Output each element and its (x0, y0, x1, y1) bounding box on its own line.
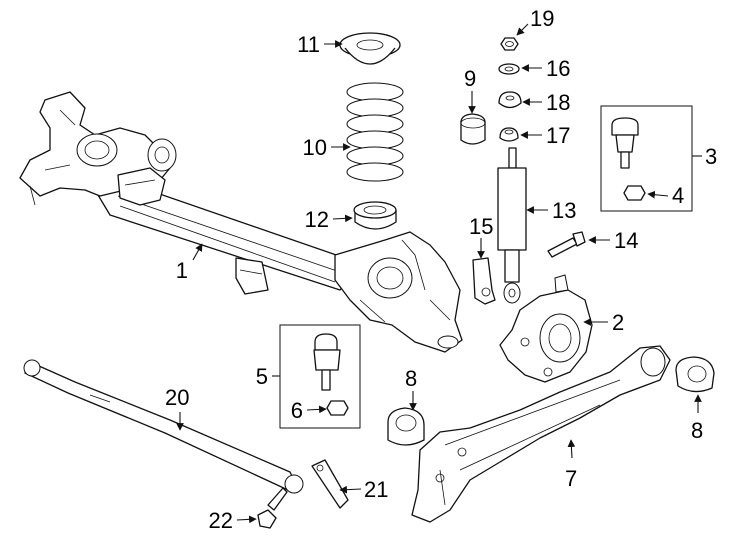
callout-19: 19 (530, 6, 554, 31)
shock-bolt (547, 231, 586, 258)
callout-20: 20 (165, 385, 189, 410)
leader-lines (176, 23, 702, 524)
shock-upper-nut (500, 37, 519, 51)
callout-10: 10 (303, 135, 327, 160)
callout-7: 7 (565, 466, 577, 491)
callout-14: 14 (614, 228, 638, 253)
callout-4: 4 (672, 183, 684, 208)
callout-8-center: 8 (405, 366, 417, 391)
jounce-bumper (460, 113, 486, 145)
callout-labels: 1 2 3 4 5 6 7 8 8 9 10 11 12 13 14 15 16… (165, 6, 717, 533)
callout-9: 9 (464, 66, 476, 91)
track-bar (23, 359, 304, 494)
callout-12: 12 (305, 207, 329, 232)
ball-joint-nut (623, 185, 646, 201)
callout-5: 5 (256, 364, 268, 389)
callout-18: 18 (546, 90, 570, 115)
front-axle-housing (19, 91, 463, 353)
upper-spring-seat (339, 32, 401, 65)
shock-lower-bushing (499, 127, 519, 142)
shock-upper-bushing (498, 91, 522, 109)
callout-17: 17 (546, 123, 570, 148)
coil-spring (346, 82, 404, 182)
shock-absorber (497, 147, 527, 304)
callout-1: 1 (176, 258, 188, 283)
ball-joint (611, 117, 639, 169)
track-bar-bolt (257, 487, 288, 529)
lower-ball-joint (313, 333, 341, 391)
callout-15: 15 (469, 214, 493, 239)
shock-washer (498, 63, 520, 75)
lower-ball-joint-nut (326, 400, 349, 416)
bushing-center (387, 407, 425, 446)
bushing-right (675, 356, 715, 393)
callout-8-right: 8 (691, 418, 703, 443)
callout-13: 13 (552, 198, 576, 223)
callout-3: 3 (705, 144, 717, 169)
part-3-box (600, 105, 693, 212)
lower-control-arm (411, 345, 671, 523)
callout-6: 6 (291, 398, 303, 423)
callout-11: 11 (297, 32, 320, 57)
callout-22: 22 (209, 508, 233, 533)
shock-bracket (472, 257, 496, 305)
callout-2: 2 (612, 310, 624, 335)
callout-16: 16 (546, 56, 570, 81)
track-bar-bracket (311, 459, 349, 509)
callout-21: 21 (364, 477, 388, 502)
steering-knuckle (499, 274, 593, 383)
lower-spring-isolator (353, 201, 397, 230)
